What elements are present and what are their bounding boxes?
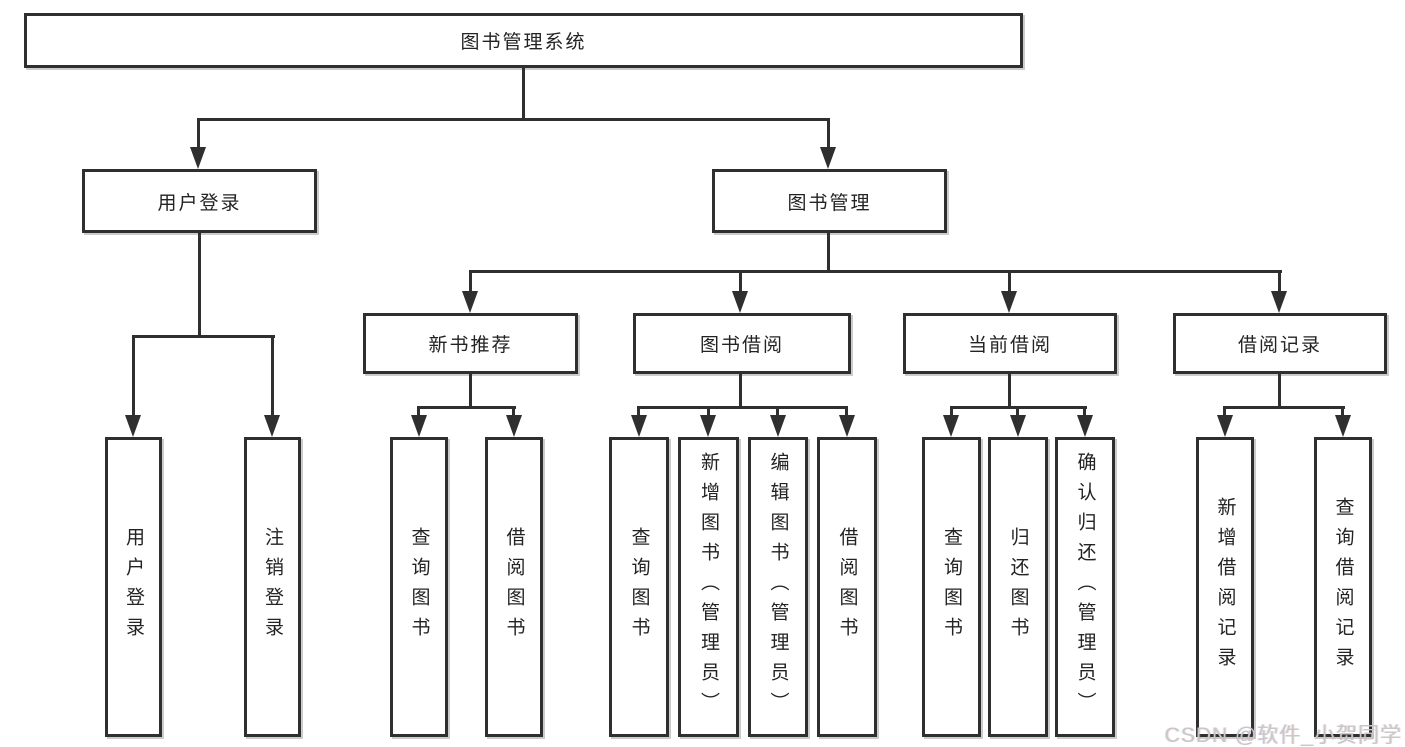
leaf-current-confirm-return-admin: 确认归还（管理员） bbox=[1055, 437, 1115, 737]
arrow-down-icon bbox=[732, 291, 748, 313]
connector-drop-login-leaf bbox=[132, 335, 135, 417]
connector-drop-user-login bbox=[197, 118, 200, 150]
csdn-watermark: CSDN @软件_小贺同学 bbox=[1164, 724, 1402, 747]
connector-drop-borrow-add bbox=[707, 406, 710, 417]
connector-drop-newbook-query bbox=[417, 406, 420, 417]
arrow-down-icon bbox=[1217, 415, 1233, 437]
connector-user-login-bar bbox=[132, 335, 275, 338]
connector-level2-bar bbox=[469, 270, 1282, 273]
connector-book-borrow-bar bbox=[637, 406, 848, 409]
connector-new-book-stub bbox=[469, 374, 472, 408]
connector-drop-current-return bbox=[1016, 406, 1019, 417]
connector-drop-borrow-record bbox=[1278, 270, 1281, 293]
arrow-down-icon bbox=[943, 415, 959, 437]
arrow-down-icon bbox=[411, 415, 427, 437]
leaf-user-login: 用户登录 bbox=[105, 437, 162, 737]
arrow-down-icon bbox=[506, 415, 522, 437]
arrow-down-icon bbox=[700, 415, 716, 437]
arrow-down-icon bbox=[264, 415, 280, 437]
arrow-down-icon bbox=[1001, 291, 1017, 313]
leaf-newbook-query-books: 查询图书 bbox=[390, 437, 448, 737]
leaf-borrow-query-books: 查询图书 bbox=[609, 437, 669, 737]
arrow-down-icon bbox=[1335, 415, 1351, 437]
leaf-logout: 注销登录 bbox=[244, 437, 301, 737]
connector-drop-record-query bbox=[1341, 406, 1344, 417]
node-root: 图书管理系统 bbox=[24, 13, 1023, 68]
arrow-down-icon bbox=[631, 415, 647, 437]
leaf-current-return-books: 归还图书 bbox=[988, 437, 1048, 737]
connector-root-stub bbox=[522, 68, 525, 120]
arrow-down-icon bbox=[125, 415, 141, 437]
connector-drop-book-borrow bbox=[739, 270, 742, 293]
arrow-down-icon bbox=[190, 147, 206, 169]
connector-drop-borrow-borrow bbox=[845, 406, 848, 417]
arrow-down-icon bbox=[1271, 291, 1287, 313]
connector-new-book-bar bbox=[417, 406, 516, 409]
connector-drop-current-query bbox=[950, 406, 953, 417]
arrow-down-icon bbox=[839, 415, 855, 437]
connector-current-borrow-stub bbox=[1008, 374, 1011, 408]
arrow-down-icon bbox=[770, 415, 786, 437]
connector-borrow-record-stub bbox=[1278, 374, 1281, 408]
leaf-borrow-add-books-admin: 新增图书（管理员） bbox=[678, 437, 739, 737]
node-current-borrow: 当前借阅 bbox=[903, 313, 1117, 374]
node-borrow-record: 借阅记录 bbox=[1173, 313, 1387, 374]
leaf-newbook-borrow-books: 借阅图书 bbox=[485, 437, 543, 737]
leaf-record-query: 查询借阅记录 bbox=[1314, 437, 1372, 737]
connector-drop-new-book bbox=[469, 270, 472, 293]
connector-drop-borrow-edit bbox=[776, 406, 779, 417]
arrow-down-icon bbox=[462, 291, 478, 313]
arrow-down-icon bbox=[820, 147, 836, 169]
leaf-current-query-books: 查询图书 bbox=[922, 437, 981, 737]
connector-drop-borrow-query bbox=[637, 406, 640, 417]
connector-book-mgmt-stub bbox=[827, 233, 830, 273]
connector-user-login-stub bbox=[198, 233, 201, 337]
node-book-management: 图书管理 bbox=[712, 169, 947, 233]
connector-drop-current-borrow bbox=[1008, 270, 1011, 293]
node-new-book-recommend: 新书推荐 bbox=[363, 313, 578, 374]
arrow-down-icon bbox=[1077, 415, 1093, 437]
leaf-borrow-edit-books-admin: 编辑图书（管理员） bbox=[748, 437, 808, 737]
leaf-borrow-borrow-books: 借阅图书 bbox=[817, 437, 877, 737]
node-book-borrow: 图书借阅 bbox=[633, 313, 851, 374]
connector-drop-logout-leaf bbox=[271, 335, 274, 417]
connector-drop-current-confirm bbox=[1083, 406, 1086, 417]
connector-book-borrow-stub bbox=[739, 374, 742, 408]
connector-level1-bar bbox=[197, 118, 830, 121]
connector-borrow-record-bar bbox=[1223, 406, 1345, 409]
arrow-down-icon bbox=[1010, 415, 1026, 437]
node-user-login: 用户登录 bbox=[82, 169, 317, 233]
connector-drop-newbook-borrow bbox=[512, 406, 515, 417]
leaf-record-add: 新增借阅记录 bbox=[1196, 437, 1254, 737]
connector-drop-record-add bbox=[1223, 406, 1226, 417]
connector-drop-book-mgmt bbox=[827, 118, 830, 150]
